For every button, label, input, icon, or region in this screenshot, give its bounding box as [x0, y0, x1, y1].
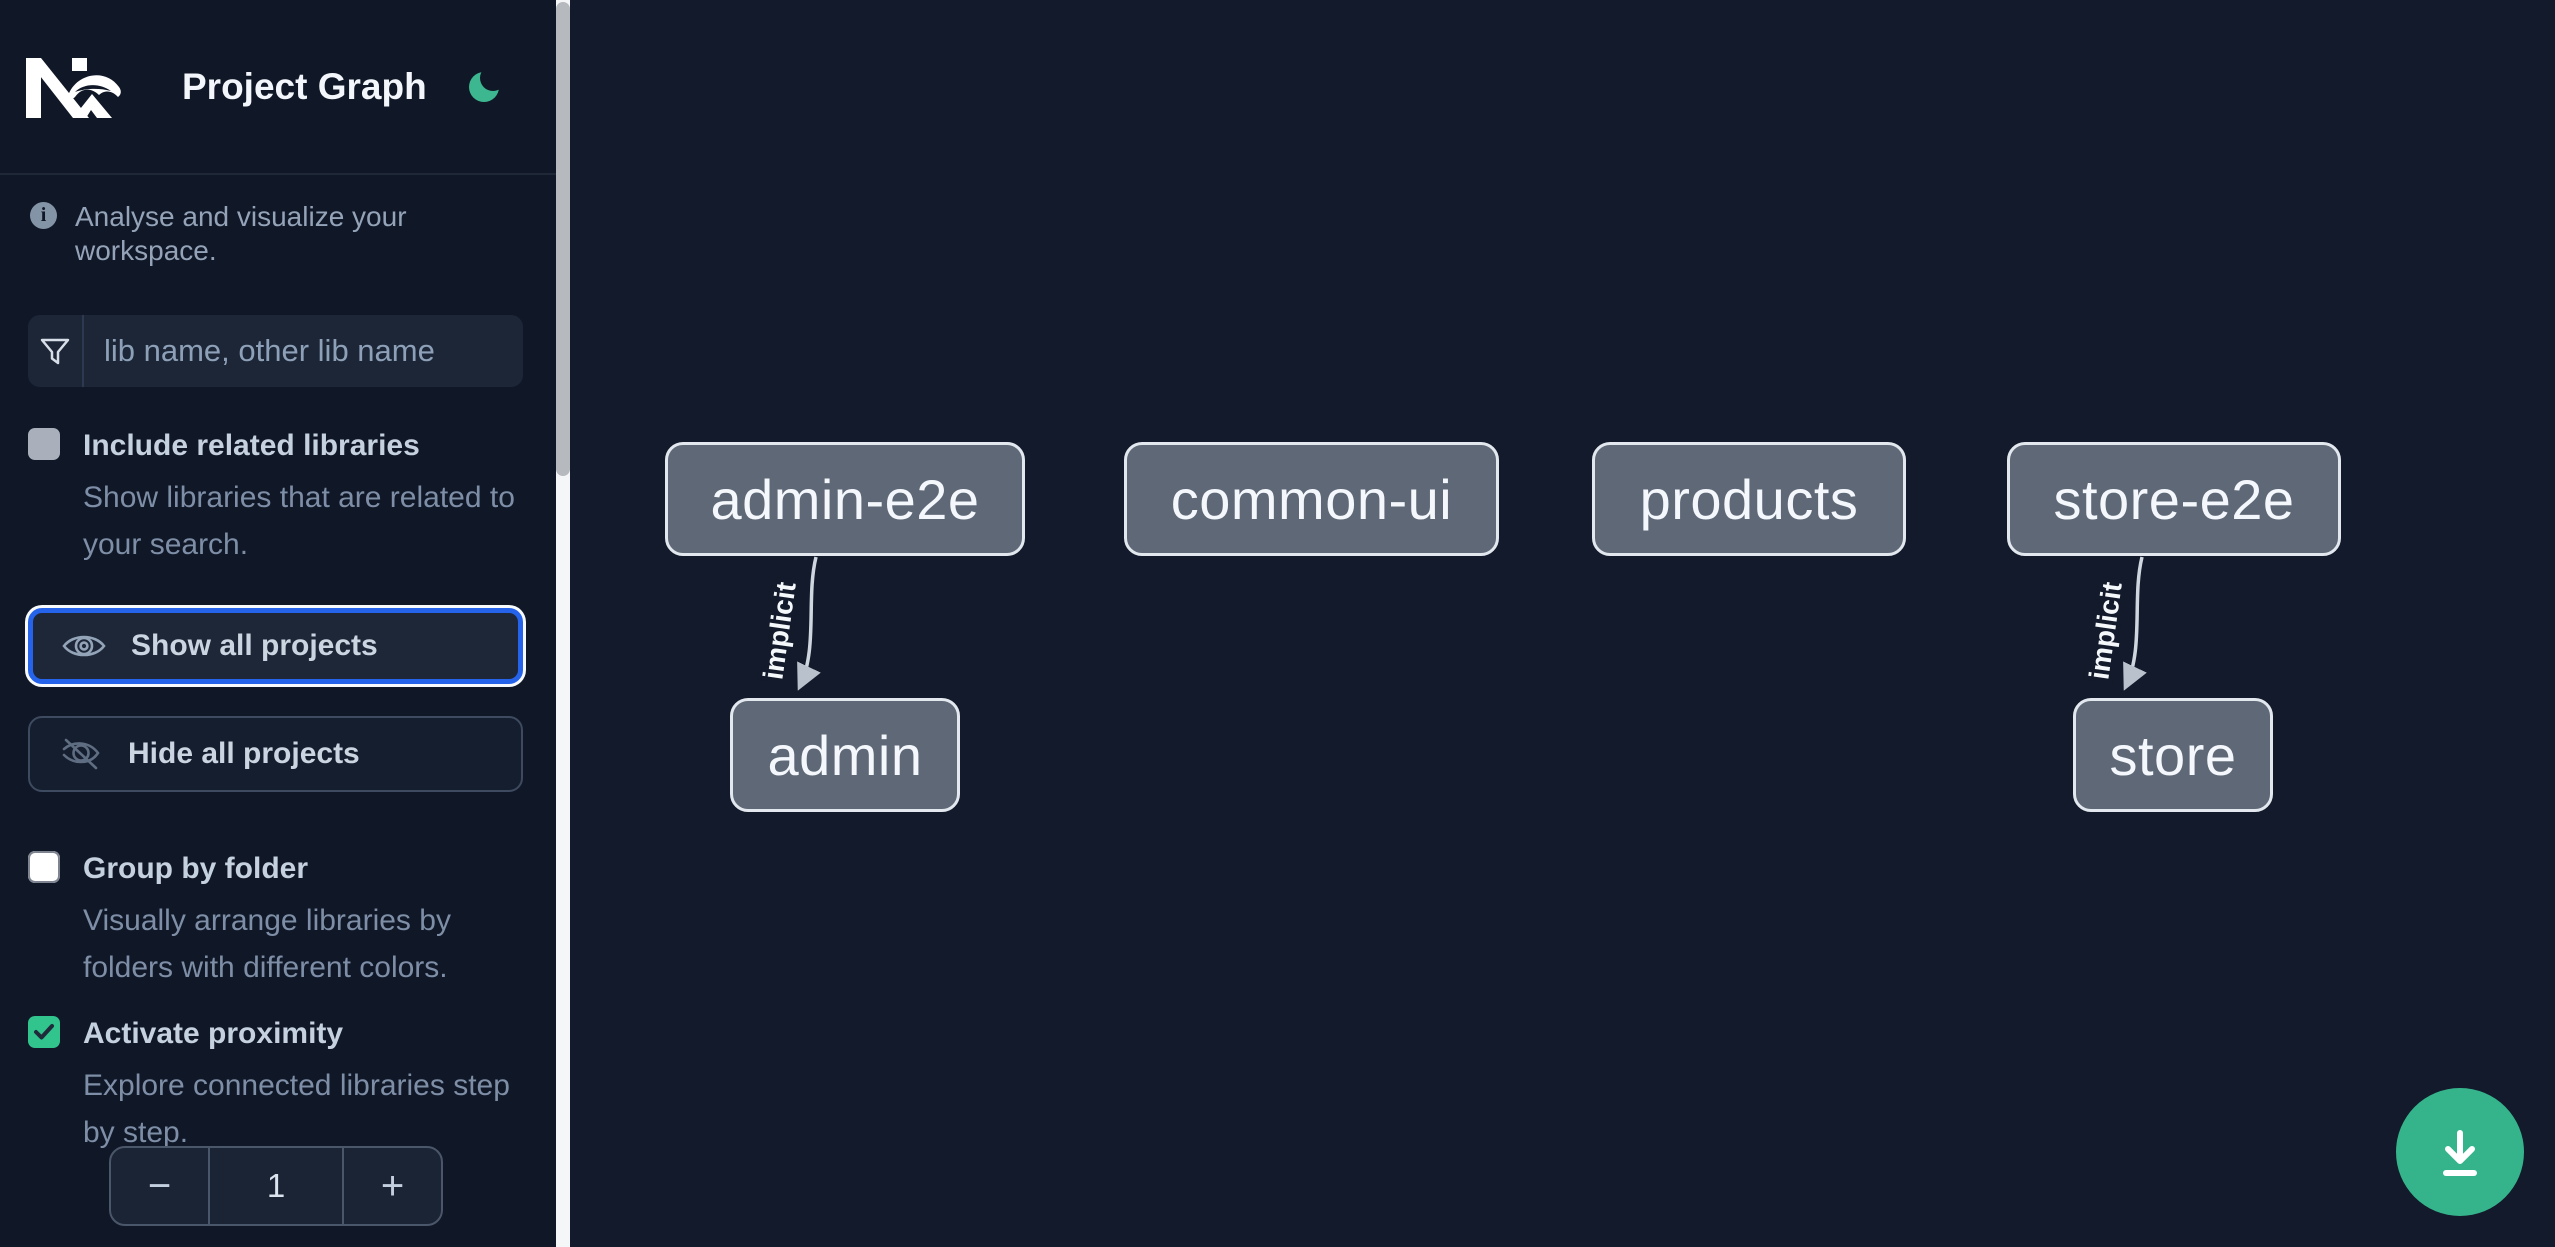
- download-graph-button[interactable]: [2396, 1088, 2524, 1216]
- moon-icon: [469, 65, 506, 102]
- download-icon: [2443, 1130, 2477, 1176]
- sidebar-scrollbar-thumb[interactable]: [556, 2, 570, 476]
- app-title: Project Graph: [182, 66, 427, 107]
- graph-node-admin[interactable]: admin: [730, 698, 960, 812]
- group-by-folder-description: Visually arrange libraries by folders wi…: [83, 904, 451, 984]
- graph-node-store-e2e[interactable]: store-e2e: [2007, 442, 2341, 556]
- workspace-info: i Analyse and visualize your workspace.: [30, 200, 530, 268]
- activate-proximity-description: Explore connected libraries step by step…: [83, 1069, 510, 1149]
- increment-button[interactable]: +: [344, 1148, 441, 1224]
- check-icon: [34, 1024, 54, 1040]
- theme-toggle-button[interactable]: [466, 65, 506, 106]
- edge-label-implicit: implicit: [2083, 580, 2127, 681]
- hide-all-projects-label: Hide all projects: [128, 737, 360, 770]
- sidebar: Project Graph i Analyse and visualize yo…: [0, 0, 556, 1247]
- graph-node-common-ui[interactable]: common-ui: [1124, 442, 1499, 556]
- sidebar-scrollbar-track[interactable]: [556, 0, 570, 1247]
- include-related-toggle[interactable]: Include related libraries Show libraries…: [28, 428, 515, 568]
- show-all-projects-button[interactable]: Show all projects: [28, 608, 523, 684]
- sidebar-header: Project Graph: [0, 0, 556, 175]
- include-related-label: Include related libraries: [83, 429, 420, 462]
- info-icon: i: [30, 202, 57, 229]
- funnel-icon: [28, 315, 84, 387]
- graph-node-products[interactable]: products: [1592, 442, 1906, 556]
- activate-proximity-toggle[interactable]: Activate proximity Explore connected lib…: [28, 1016, 510, 1156]
- edge-label-implicit: implicit: [757, 580, 801, 681]
- edge-store-e2e-to-store[interactable]: implicit: [2079, 556, 2147, 691]
- group-by-folder-label: Group by folder: [83, 852, 308, 885]
- hide-all-projects-button[interactable]: Hide all projects: [28, 716, 523, 792]
- activate-proximity-label: Activate proximity: [83, 1017, 344, 1050]
- include-related-checkbox[interactable]: [28, 428, 60, 460]
- include-related-description: Show libraries that are related to your …: [83, 481, 515, 561]
- eye-icon: [62, 635, 106, 657]
- decrement-button[interactable]: −: [111, 1148, 208, 1224]
- group-by-folder-checkbox[interactable]: [28, 851, 60, 883]
- info-text: Analyse and visualize your workspace.: [75, 201, 407, 266]
- eye-off-icon: [62, 738, 100, 770]
- activate-proximity-checkbox[interactable]: [28, 1016, 60, 1048]
- filter-input[interactable]: [84, 315, 523, 387]
- show-all-projects-label: Show all projects: [131, 629, 378, 662]
- graph-node-store[interactable]: store: [2073, 698, 2273, 812]
- edge-admin-e2e-to-admin[interactable]: implicit: [753, 556, 821, 691]
- nx-logo: [26, 58, 121, 118]
- graph-node-admin-e2e[interactable]: admin-e2e: [665, 442, 1025, 556]
- group-by-folder-toggle[interactable]: Group by folder Visually arrange librari…: [28, 851, 498, 991]
- filter-input-group: [28, 315, 523, 387]
- proximity-depth-value: 1: [208, 1148, 344, 1224]
- proximity-depth-stepper: − 1 +: [109, 1146, 443, 1226]
